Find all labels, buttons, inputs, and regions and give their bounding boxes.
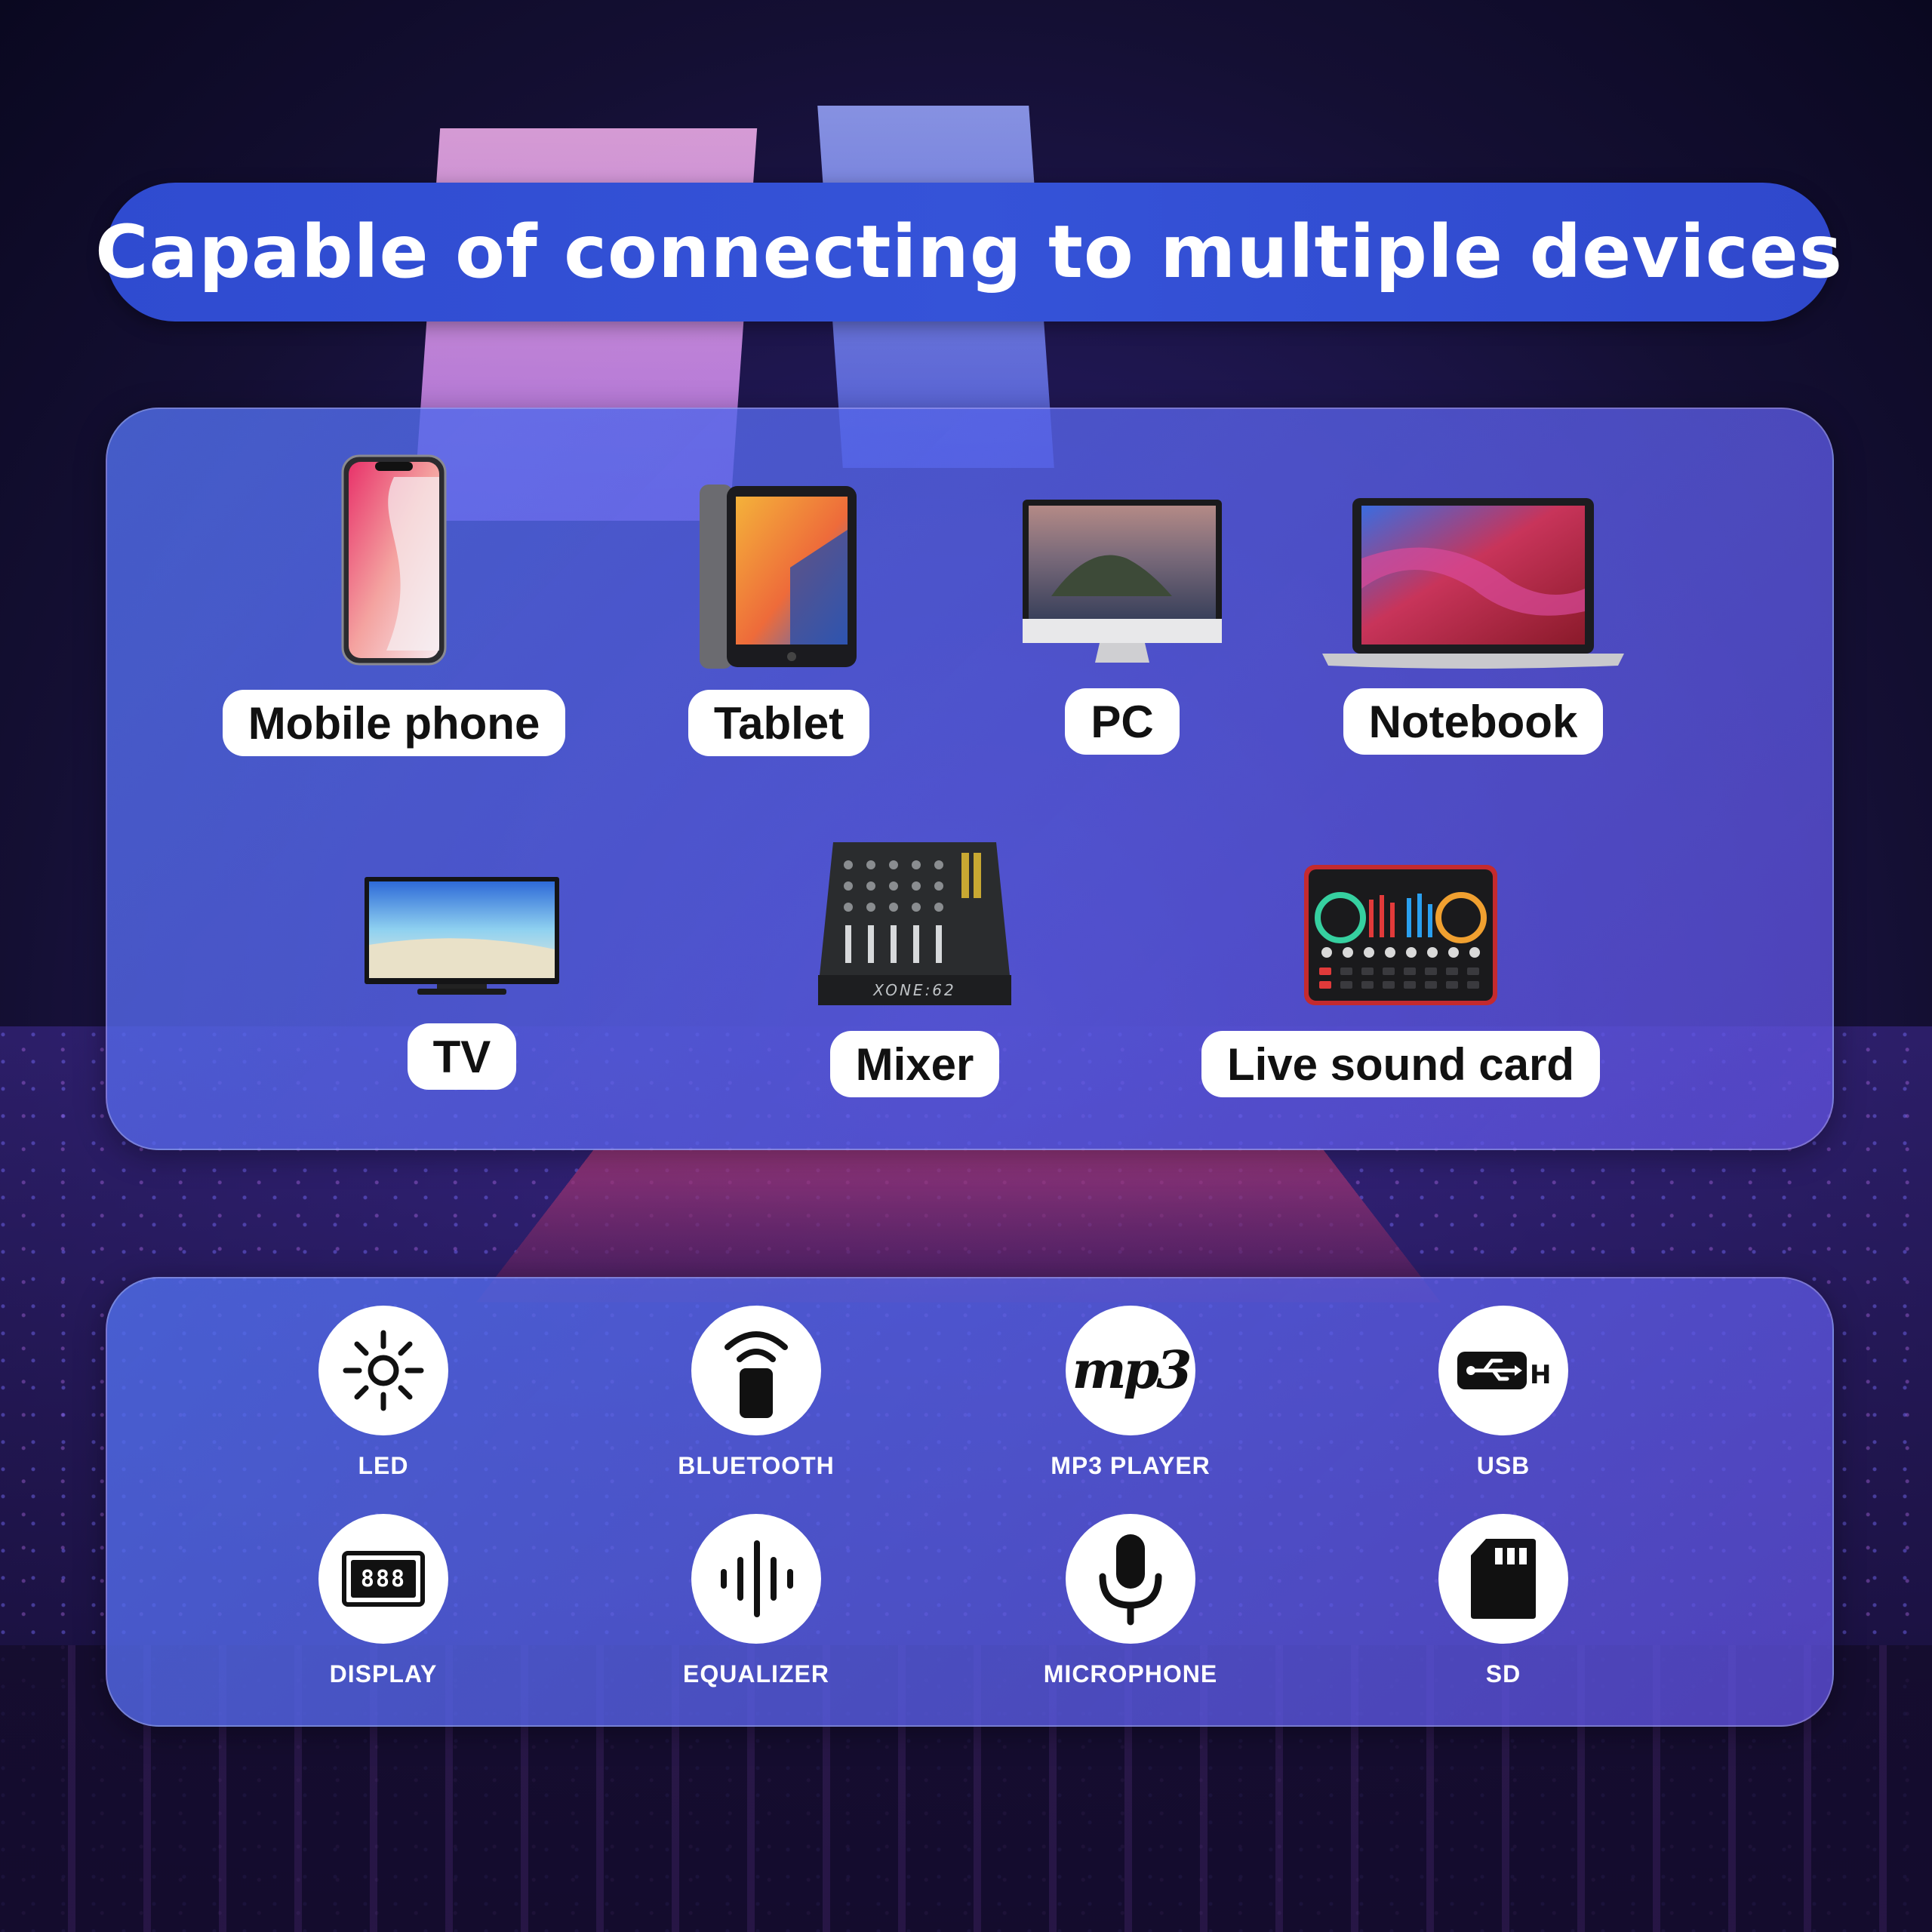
mixer-icon: XONE:62 [818, 842, 1011, 1005]
feature-microphone: MICROPHONE [1017, 1514, 1244, 1688]
device-label: TV [407, 1023, 517, 1090]
device-live-sound-card: Live sound card [1167, 865, 1635, 1097]
pc-monitor-icon [1021, 498, 1223, 666]
device-label: PC [1065, 688, 1180, 755]
device-mixer: XONE:62 Mixer [809, 842, 1020, 1097]
svg-text:H: H [1530, 1360, 1551, 1390]
feature-label: MP3 PLAYER [1051, 1452, 1211, 1479]
equalizer-icon [691, 1514, 821, 1644]
feature-label: DISPLAY [329, 1660, 438, 1687]
mixer-brand-text: XONE:62 [873, 981, 956, 999]
sun-icon [318, 1306, 448, 1435]
device-label: Mobile phone [222, 690, 566, 756]
title-banner: Capable of connecting to multiple device… [95, 183, 1842, 321]
feature-usb: H USB [1390, 1306, 1617, 1480]
device-tablet: Tablet [681, 485, 877, 756]
feature-mp3-player: mp3 MP3 PLAYER [1017, 1306, 1244, 1480]
feature-led: LED [270, 1306, 497, 1480]
device-label: Mixer [829, 1031, 1000, 1097]
page-title: Capable of connecting to multiple device… [95, 210, 1843, 294]
device-pc: PC [1020, 498, 1224, 755]
feature-display: 888 DISPLAY [270, 1514, 497, 1688]
sd-card-icon [1438, 1514, 1568, 1644]
features-panel: LED BLUETOOTH mp3 MP3 PLAYER [106, 1277, 1834, 1727]
mobile-phone-icon [341, 454, 447, 666]
tv-icon [365, 877, 559, 998]
feature-label: SD [1485, 1660, 1521, 1687]
device-label: Tablet [688, 690, 870, 756]
bluetooth-remote-icon [691, 1306, 821, 1435]
feature-label: USB [1476, 1452, 1531, 1479]
display-icon: 888 [318, 1514, 448, 1644]
feature-label: EQUALIZER [683, 1660, 829, 1687]
tablet-icon [700, 485, 858, 669]
microphone-icon [1066, 1514, 1195, 1644]
usb-icon: H [1438, 1306, 1568, 1435]
device-mobile-phone: Mobile phone [222, 454, 566, 756]
mp3-icon: mp3 [1066, 1306, 1195, 1435]
feature-label: BLUETOOTH [678, 1452, 835, 1479]
sound-card-icon [1304, 865, 1497, 1005]
feature-equalizer: EQUALIZER [643, 1514, 869, 1688]
feature-label: LED [358, 1452, 409, 1479]
feature-label: MICROPHONE [1043, 1660, 1218, 1687]
device-tv: TV [364, 877, 560, 1090]
notebook-laptop-icon [1322, 498, 1624, 669]
device-label: Notebook [1343, 688, 1604, 755]
feature-sd: SD [1390, 1514, 1617, 1688]
devices-panel: Mobile phone Tablet [106, 408, 1834, 1150]
feature-bluetooth: BLUETOOTH [643, 1306, 869, 1480]
device-notebook: Notebook [1315, 498, 1632, 755]
device-label: Live sound card [1201, 1031, 1601, 1097]
display-glyph: 888 [360, 1565, 407, 1592]
mp3-glyph: mp3 [1072, 1340, 1192, 1401]
